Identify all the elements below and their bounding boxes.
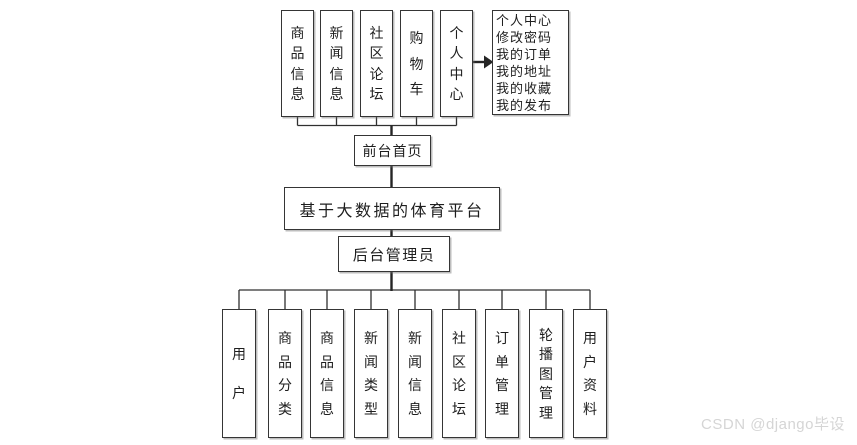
detail-line: 修改密码 bbox=[496, 29, 553, 45]
admin-module-box: 社区论坛 bbox=[442, 309, 476, 438]
detail-line: 我的收藏 bbox=[496, 80, 553, 96]
admin-module-box: 商品信息 bbox=[310, 309, 344, 438]
platform-title-box: 基于大数据的体育平台 bbox=[284, 187, 500, 230]
front-module-label: 个人中心 bbox=[449, 24, 464, 103]
watermark: CSDN @django毕设 bbox=[701, 416, 845, 433]
admin-module-label: 用户资料 bbox=[583, 330, 597, 417]
front-module-label: 新闻信息 bbox=[329, 24, 344, 103]
front-module-box: 个人中心 bbox=[440, 10, 473, 117]
admin-module-box: 新闻类型 bbox=[354, 309, 388, 438]
admin-module-box: 商品分类 bbox=[268, 309, 302, 438]
front-module-label: 社区论坛 bbox=[369, 24, 384, 103]
front-module-label: 购物车 bbox=[409, 29, 424, 98]
admin-module-label: 社区论坛 bbox=[452, 330, 466, 417]
admin-module-label: 订单管理 bbox=[495, 330, 509, 417]
admin-module-label: 商品分类 bbox=[278, 330, 292, 417]
admin-module-box: 新闻信息 bbox=[398, 309, 432, 438]
front-module-box: 商品信息 bbox=[281, 10, 314, 117]
front-module-box: 新闻信息 bbox=[320, 10, 353, 117]
detail-line: 我的地址 bbox=[496, 63, 553, 79]
front-module-box: 购物车 bbox=[400, 10, 433, 117]
front-module-box: 社区论坛 bbox=[360, 10, 393, 117]
admin-module-box: 轮播图管理 bbox=[529, 309, 563, 438]
detail-line: 我的订单 bbox=[496, 46, 553, 62]
admin-module-label: 轮播图管理 bbox=[539, 326, 553, 421]
admin-module-label: 商品信息 bbox=[320, 330, 334, 417]
admin-module-label: 新闻类型 bbox=[364, 330, 378, 417]
admin-module-label: 用户 bbox=[232, 346, 246, 401]
admin-module-box: 用户资料 bbox=[573, 309, 607, 438]
front-module-label: 商品信息 bbox=[290, 24, 305, 103]
front-home-box: 前台首页 bbox=[354, 135, 431, 166]
admin-module-box: 订单管理 bbox=[485, 309, 519, 438]
admin-box: 后台管理员 bbox=[338, 236, 450, 272]
admin-module-label: 新闻信息 bbox=[408, 330, 422, 417]
admin-module-box: 用户 bbox=[222, 309, 256, 438]
detail-line: 个人中心 bbox=[496, 12, 553, 28]
personal-center-detail-box: 个人中心 修改密码 我的订单 我的地址 我的收藏 我的发布 bbox=[492, 10, 569, 115]
detail-line: 我的发布 bbox=[496, 97, 553, 113]
